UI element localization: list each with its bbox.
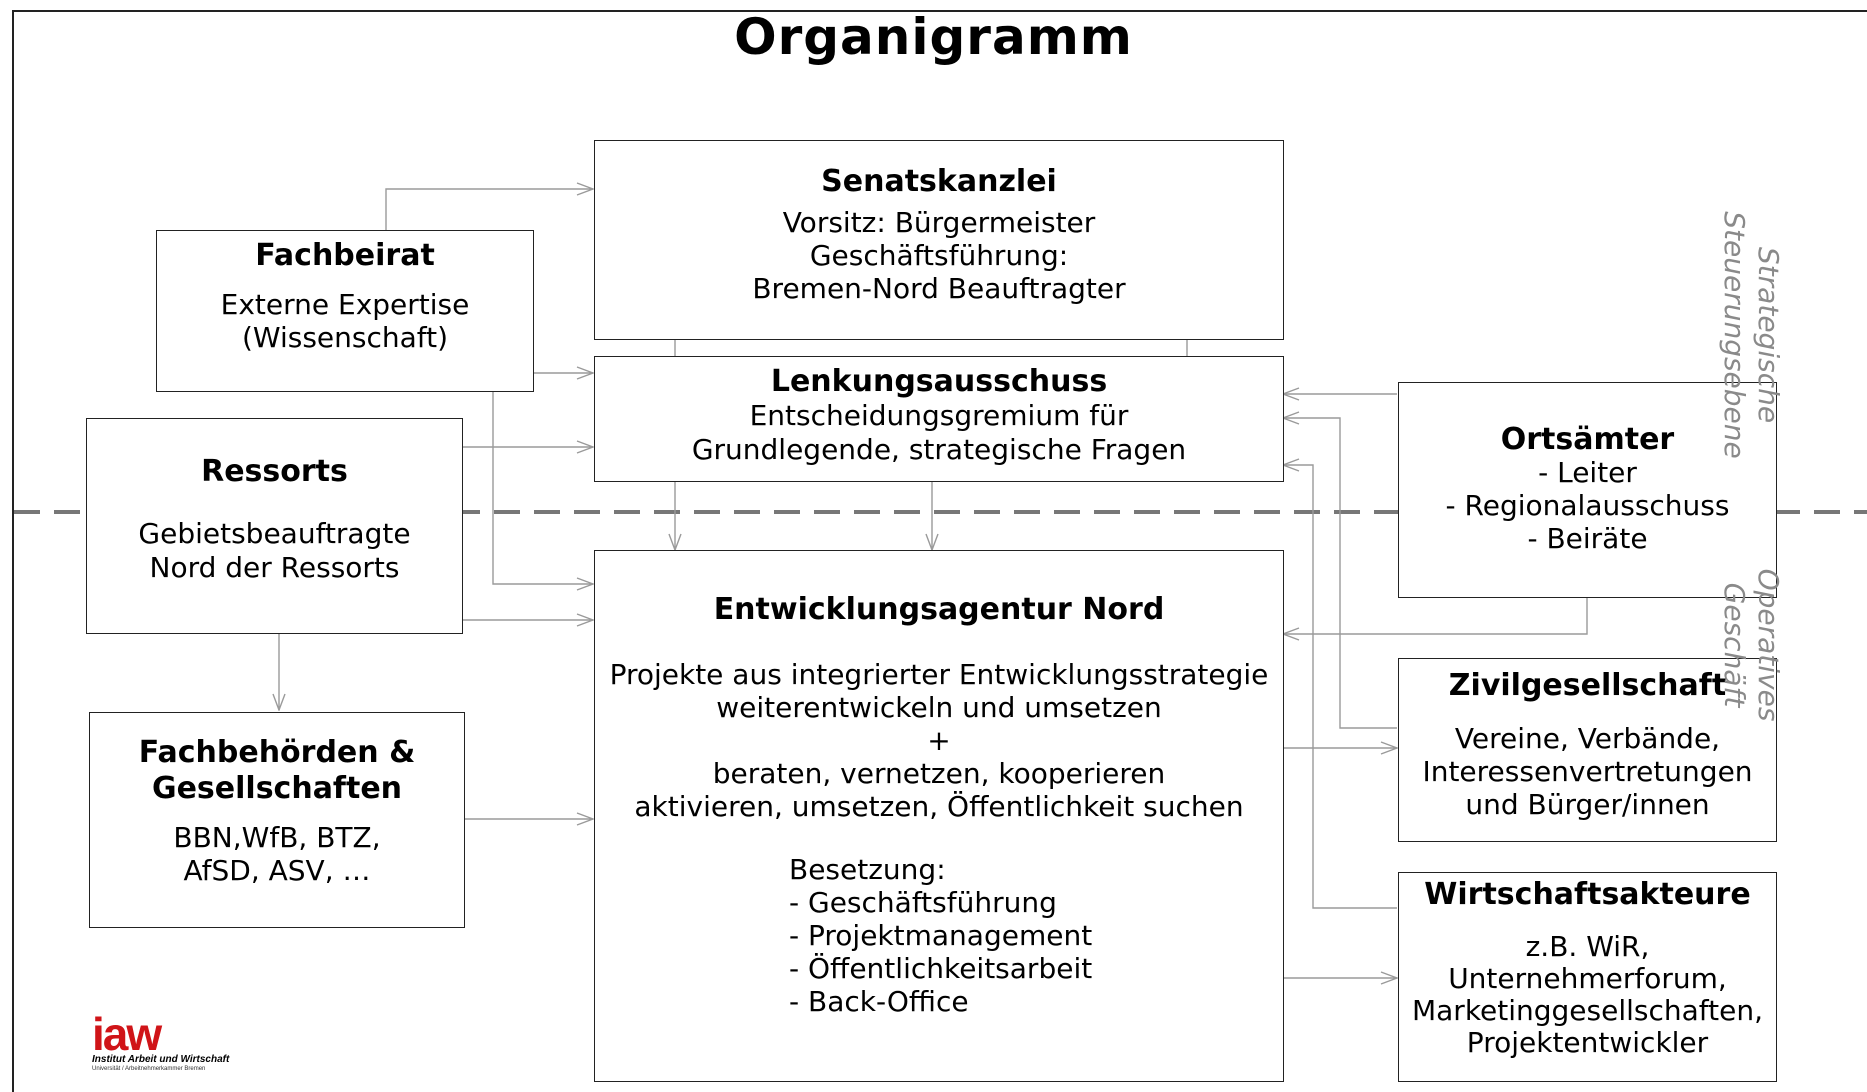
- box-ortsaemter: Ortsämter - Leiter - Regionalausschuss -…: [1398, 382, 1777, 598]
- wirtschaftsakteure-heading: Wirtschaftsakteure: [1424, 877, 1751, 912]
- box-lenkungsausschuss: Lenkungsausschuss Entscheidungsgremium f…: [594, 356, 1284, 482]
- ressorts-line: Gebietsbeauftragte: [138, 517, 411, 550]
- zivilgesellschaft-heading: Zivilgesellschaft: [1448, 668, 1727, 703]
- staff-label: Besetzung:: [789, 853, 946, 886]
- connector-wirtschaftsakteure-lenkungsausschuss: [1283, 465, 1397, 909]
- box-entwicklungsagentur: Entwicklungsagentur Nord Projekte aus in…: [594, 550, 1284, 1082]
- iaw-logo: iaw Institut Arbeit und Wirtschaft Unive…: [92, 1008, 242, 1073]
- staff-item: - Öffentlichkeitsarbeit: [789, 952, 1093, 985]
- entwicklungsagentur-line: aktivieren, umsetzen, Öffentlichkeit suc…: [634, 790, 1244, 823]
- wirtschaftsakteure-line: Projektentwickler: [1466, 1026, 1709, 1059]
- ortsaemter-line: - Leiter: [1538, 456, 1637, 489]
- side-label-strategic-line: Strategische: [1752, 246, 1785, 424]
- lenkungsausschuss-line: Grundlegende, strategische Fragen: [691, 433, 1187, 466]
- box-zivilgesellschaft: Zivilgesellschaft Vereine, Verbände, Int…: [1398, 658, 1777, 842]
- ortsaemter-line: - Beiräte: [1527, 522, 1648, 555]
- side-label-operative: Operatives Geschäft: [1705, 560, 1785, 730]
- ressorts-heading: Ressorts: [201, 454, 348, 489]
- box-wirtschaftsakteure: Wirtschaftsakteure z.B. WiR, Unternehmer…: [1398, 872, 1777, 1082]
- box-ressorts: Ressorts Gebietsbeauftragte Nord der Res…: [86, 418, 463, 634]
- connector-zivilgesellschaft-lenkungsausschuss: [1283, 418, 1397, 729]
- fachbehoerden-heading: Fachbehörden &: [138, 735, 416, 770]
- zivilgesellschaft-line: Interessenvertretungen: [1422, 755, 1753, 788]
- entwicklungsagentur-line: weiterentwickeln und umsetzen: [716, 691, 1162, 724]
- zivilgesellschaft-line: Vereine, Verbände,: [1454, 722, 1721, 755]
- zivilgesellschaft-line: und Bürger/innen: [1465, 788, 1710, 821]
- ortsaemter-heading: Ortsämter: [1500, 422, 1675, 457]
- fachbeirat-line: (Wissenschaft): [241, 321, 449, 354]
- entwicklungsagentur-line: Projekte aus integrierter Entwicklungsst…: [609, 658, 1269, 691]
- lenkungsausschuss-line: Entscheidungsgremium für: [749, 399, 1129, 432]
- lenkungsausschuss-heading: Lenkungsausschuss: [770, 364, 1108, 399]
- wirtschaftsakteure-line: Marketinggesellschaften,: [1411, 994, 1764, 1027]
- entwicklungsagentur-line: +: [927, 724, 951, 757]
- connector-fachbeirat-senatskanzlei: [385, 189, 593, 230]
- side-label-strategic-line: Steuerungsebene: [1718, 211, 1751, 459]
- iaw-logo-mark: iaw: [92, 1008, 162, 1060]
- page-title: Organigramm: [734, 8, 1133, 66]
- wirtschaftsakteure-line: z.B. WiR,: [1525, 930, 1650, 963]
- staff-item: - Back-Office: [789, 985, 969, 1018]
- staff-list: Besetzung: - Geschäftsführung - Projektm…: [789, 853, 1283, 1018]
- box-senatskanzlei: Senatskanzlei Vorsitz: Bürgermeister Ges…: [594, 140, 1284, 340]
- fachbehoerden-heading: Gesellschaften: [151, 771, 403, 806]
- wirtschaftsakteure-line: Unternehmerforum,: [1448, 962, 1727, 995]
- side-label-strategic: Strategische Steuerungsebene: [1705, 205, 1785, 465]
- entwicklungsagentur-line: beraten, vernetzen, kooperieren: [712, 757, 1166, 790]
- iaw-logo-subline: Universität / Arbeitnehmerkammer Bremen: [92, 1066, 206, 1072]
- connector-ortsaemter-agentur: [1283, 598, 1588, 634]
- staff-item: - Projektmanagement: [789, 919, 1093, 952]
- senatskanzlei-line: Vorsitz: Bürgermeister: [782, 206, 1096, 239]
- box-fachbeirat: Fachbeirat Externe Expertise (Wissenscha…: [156, 230, 534, 392]
- box-fachbehoerden: Fachbehörden & Gesellschaften BBN,WfB, B…: [89, 712, 465, 928]
- side-label-operative-line: Geschäft: [1718, 582, 1751, 708]
- side-label-operative-line: Operatives: [1752, 568, 1785, 722]
- senatskanzlei-heading: Senatskanzlei: [821, 164, 1057, 199]
- senatskanzlei-line: Bremen-Nord Beauftragter: [752, 272, 1126, 305]
- ressorts-line: Nord der Ressorts: [149, 551, 400, 584]
- fachbehoerden-line: AfSD, ASV, …: [183, 854, 371, 887]
- fachbeirat-line: Externe Expertise: [220, 288, 470, 321]
- staff-item: - Geschäftsführung: [789, 886, 1057, 919]
- iaw-logo-line: Institut Arbeit und Wirtschaft: [92, 1054, 230, 1065]
- senatskanzlei-line: Geschäftsführung:: [809, 239, 1069, 272]
- fachbeirat-heading: Fachbeirat: [255, 238, 435, 273]
- entwicklungsagentur-heading: Entwicklungsagentur Nord: [713, 592, 1165, 627]
- ortsaemter-line: - Regionalausschuss: [1445, 489, 1730, 522]
- outer-frame: [12, 10, 1867, 1092]
- connector-fachbeirat-agentur: [492, 391, 593, 584]
- fachbehoerden-line: BBN,WfB, BTZ,: [173, 821, 381, 854]
